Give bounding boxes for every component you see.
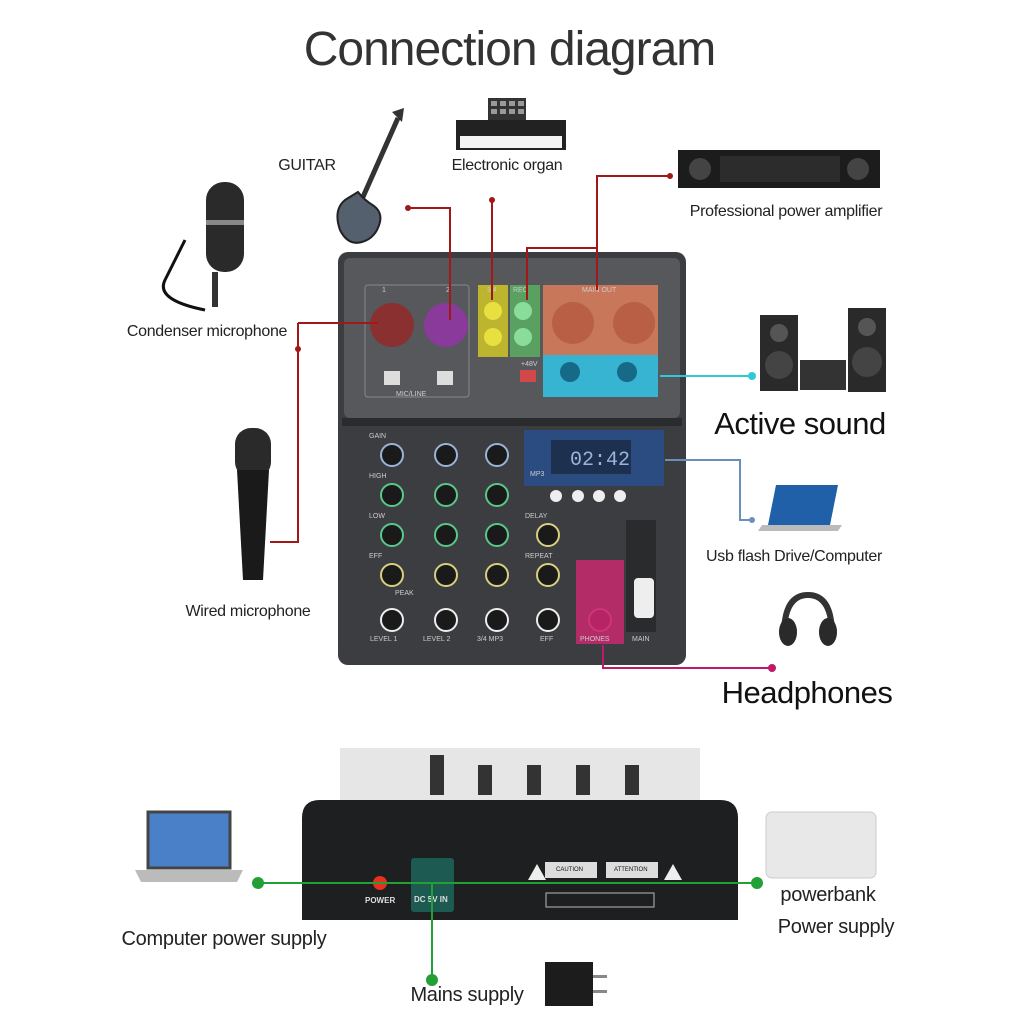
mixer-knob[interactable] — [380, 443, 404, 467]
svg-text:CAUTION: CAUTION — [556, 867, 583, 873]
speakers-icon — [760, 308, 886, 392]
svg-text:MAIN: MAIN — [632, 636, 650, 643]
svg-text:HIGH: HIGH — [369, 473, 387, 480]
label-guitar: GUITAR — [278, 157, 336, 174]
mixer-knob[interactable] — [380, 608, 404, 632]
mixer-knob[interactable] — [380, 483, 404, 507]
wired-microphone-icon — [235, 428, 271, 580]
usb-line — [665, 459, 752, 521]
page-title: Connection diagram — [303, 23, 717, 76]
label-power-supply: Power supply — [777, 916, 895, 938]
svg-text:ATTENTION: ATTENTION — [614, 867, 648, 873]
mixer-knob[interactable] — [434, 563, 458, 587]
amplifier-icon — [678, 150, 880, 188]
label-headphones: Headphones — [721, 675, 893, 710]
svg-text:LOW: LOW — [369, 513, 385, 520]
laptop-icon — [758, 485, 842, 531]
label-usb: Usb flash Drive/Computer — [706, 548, 882, 565]
headphones-icon — [779, 591, 837, 646]
svg-text:2: 2 — [446, 287, 450, 294]
mixer-knob[interactable] — [380, 563, 404, 587]
power-lines — [258, 882, 757, 980]
amplifier-line — [526, 175, 670, 300]
label-active-sound: Active sound — [714, 406, 886, 441]
svg-text:02:42: 02:42 — [570, 449, 630, 472]
label-mains: Mains supply — [410, 984, 524, 1006]
mixer-knob[interactable] — [536, 563, 560, 587]
svg-text:PHONES: PHONES — [580, 636, 610, 643]
svg-text:EFF: EFF — [369, 553, 382, 560]
svg-text:EFF: EFF — [540, 636, 553, 643]
label-amplifier: Professional power amplifier — [689, 203, 883, 220]
svg-text:MIC/LINE: MIC/LINE — [396, 391, 427, 398]
main-fader[interactable] — [634, 578, 654, 618]
svg-text:1: 1 — [382, 287, 386, 294]
condenser-microphone-icon — [162, 182, 244, 312]
svg-text:LEVEL 1: LEVEL 1 — [370, 636, 397, 643]
headphones-line — [602, 645, 772, 669]
mixer-knob[interactable] — [434, 523, 458, 547]
keyboard-icon — [456, 98, 566, 150]
guitar-icon — [336, 108, 404, 244]
svg-text:3/4 MP3: 3/4 MP3 — [477, 636, 503, 643]
svg-text:MAIN OUT: MAIN OUT — [582, 287, 617, 294]
svg-text:POWER: POWER — [365, 896, 395, 905]
mixer-knob[interactable] — [485, 563, 509, 587]
svg-text:REPEAT: REPEAT — [525, 553, 553, 560]
mixer-knob[interactable] — [485, 443, 509, 467]
mixer-knob[interactable] — [434, 443, 458, 467]
mixer-knob[interactable] — [485, 523, 509, 547]
mixer-knob[interactable] — [536, 523, 560, 547]
bottom-laptop-icon — [135, 810, 243, 882]
mixer-knob[interactable] — [434, 608, 458, 632]
power-adapter-icon — [545, 962, 607, 1006]
mixer-knob[interactable] — [536, 608, 560, 632]
svg-text:REC: REC — [513, 287, 528, 294]
svg-text:+48V: +48V — [521, 361, 538, 368]
label-powerbank: powerbank — [780, 884, 876, 906]
svg-text:MP3: MP3 — [530, 471, 545, 478]
mixer-knob[interactable] — [485, 608, 509, 632]
svg-text:GAIN: GAIN — [369, 433, 386, 440]
wired-mic-line — [270, 323, 299, 543]
label-condenser-mic: Condenser microphone — [126, 323, 288, 340]
mixer-knob[interactable] — [380, 523, 404, 547]
label-computer-power: Computer power supply — [121, 928, 327, 950]
svg-text:DELAY: DELAY — [525, 513, 548, 520]
mixer-top-view: 1 2 MIC/LINE 3/4 REC +48V MAIN OUT MP3 0… — [338, 252, 686, 665]
input-2-jack[interactable] — [424, 303, 468, 347]
powerbank-icon — [765, 811, 877, 879]
mixer-knob[interactable] — [434, 483, 458, 507]
label-organ: Electronic organ — [451, 157, 563, 174]
mixer-knob[interactable] — [485, 483, 509, 507]
svg-text:PEAK: PEAK — [395, 590, 414, 597]
input-1-jack[interactable] — [370, 303, 414, 347]
guitar-line — [408, 207, 451, 320]
svg-text:LEVEL 2: LEVEL 2 — [423, 636, 450, 643]
label-wired-mic: Wired microphone — [185, 603, 311, 620]
mixer-back-view: POWER DC 5V IN CAUTION ATTENTION — [302, 748, 738, 920]
